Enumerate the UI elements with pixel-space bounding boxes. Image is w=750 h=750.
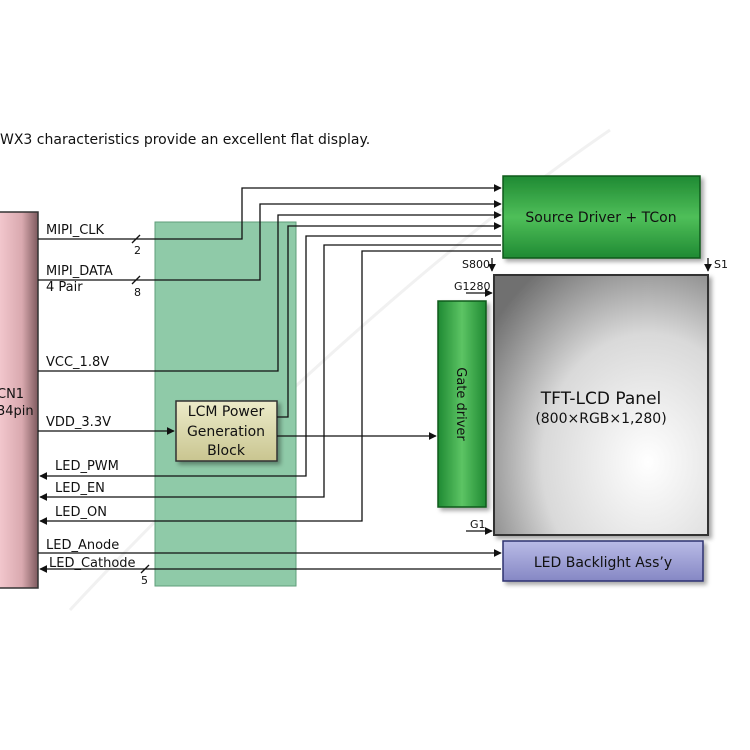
wire-led-on bbox=[39, 250, 501, 525]
source-driver-block bbox=[502, 175, 701, 259]
tft-panel bbox=[493, 274, 709, 536]
gate-driver-label: Gate driver bbox=[453, 367, 468, 441]
label-led-en: LED_EN bbox=[55, 481, 105, 496]
label-led-on: LED_ON bbox=[55, 505, 107, 520]
panel-title: TFT-LCD Panel bbox=[540, 389, 662, 409]
wire-vcc bbox=[38, 211, 502, 372]
wire-led-cathode-count-tick bbox=[140, 564, 150, 574]
caption: WX3 characteristics provide an excellent… bbox=[0, 132, 371, 148]
label-mipi-data-count: 8 bbox=[134, 286, 141, 299]
label-vcc: VCC_1.8V bbox=[46, 355, 109, 370]
wire-mipi-clk bbox=[38, 184, 502, 240]
label-led-cathode: LED_Cathode bbox=[49, 556, 136, 571]
label-mipi-data: MIPI_DATA bbox=[46, 264, 113, 279]
power-block bbox=[175, 400, 278, 462]
power-label-2: Generation bbox=[187, 424, 265, 440]
pin-s800-label: S800 bbox=[462, 258, 490, 271]
power-label-3: Block bbox=[207, 443, 246, 459]
wire-mipi-data bbox=[38, 200, 502, 281]
label-led-anode: LED_Anode bbox=[46, 538, 119, 553]
pin-s1-label: S1 bbox=[714, 258, 728, 271]
source-driver-label: Source Driver + TCon bbox=[525, 210, 676, 226]
wire-led-en bbox=[39, 244, 501, 501]
label-led-pwm: LED_PWM bbox=[55, 459, 119, 474]
connector-label-2: 34pin bbox=[0, 404, 34, 419]
wire-mipi-clk-count-tick bbox=[131, 234, 141, 244]
led-backlight-label: LED Backlight Ass’y bbox=[534, 555, 672, 571]
pin-g1-label: G1 bbox=[470, 518, 486, 531]
wires bbox=[38, 184, 712, 574]
pin-g1280-label: G1280 bbox=[454, 280, 491, 293]
connector-block bbox=[0, 211, 39, 589]
label-mipi-clk-count: 2 bbox=[134, 244, 141, 257]
label-mipi-clk: MIPI_CLK bbox=[46, 223, 105, 238]
label-mipi-data-pairs: 4 Pair bbox=[46, 280, 83, 295]
power-label-1: LCM Power bbox=[188, 404, 265, 420]
wire-power-to-source bbox=[277, 222, 502, 418]
connector-label-1: CN1 bbox=[0, 387, 24, 402]
led-backlight-block bbox=[502, 540, 704, 582]
panel-resolution: (800×RGB×1,280) bbox=[535, 411, 666, 427]
gate-driver-block bbox=[437, 300, 487, 508]
wire-mipi-data-count-tick bbox=[131, 275, 141, 285]
label-vdd: VDD_3.3V bbox=[46, 415, 111, 430]
wire-led-pwm bbox=[39, 235, 501, 480]
label-led-cathode-count: 5 bbox=[141, 574, 148, 587]
